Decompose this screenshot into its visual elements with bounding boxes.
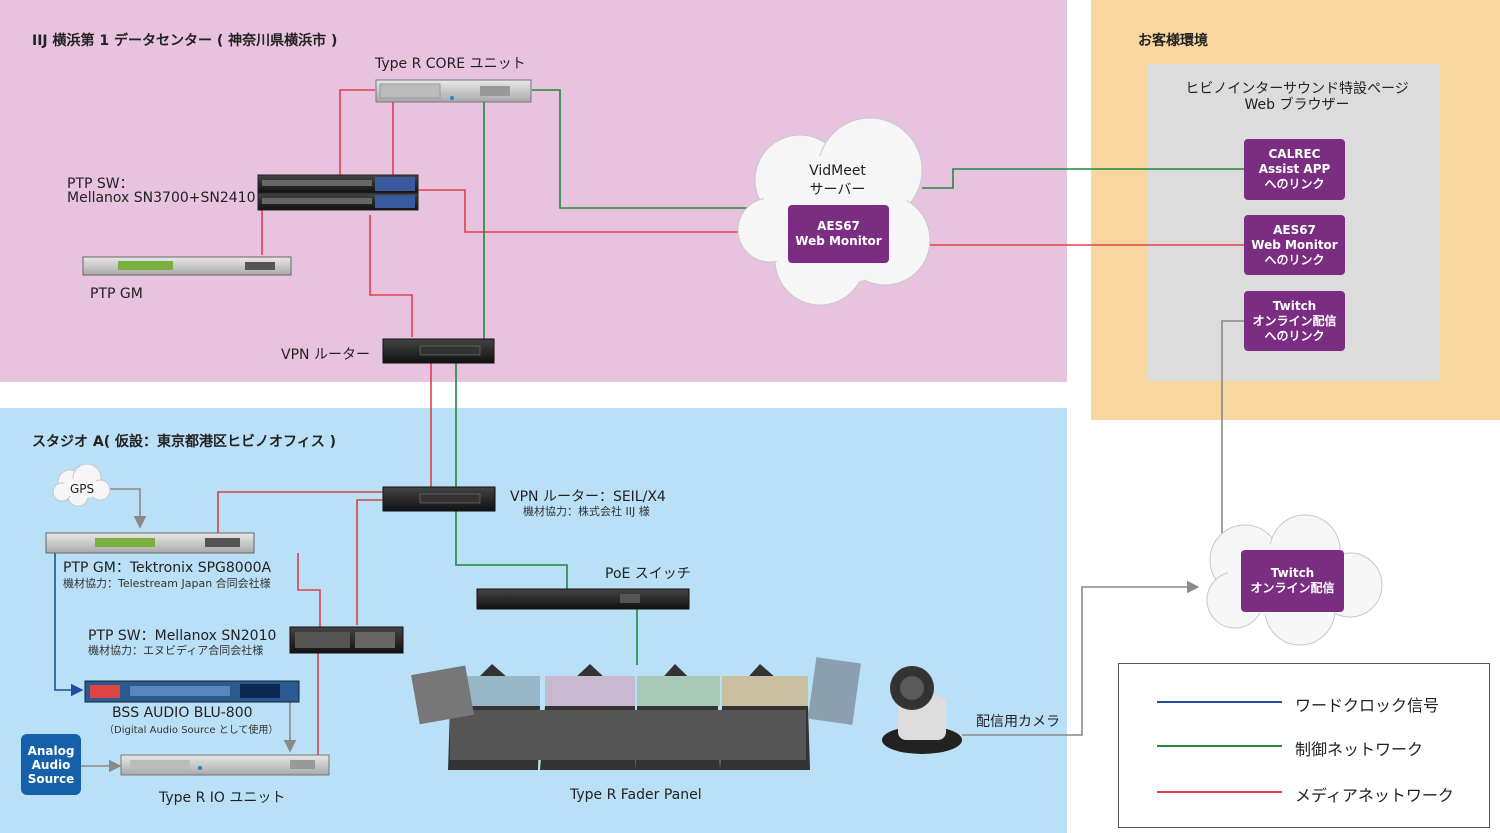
- twitch-link-line-1: Twitch: [1272, 298, 1317, 313]
- calrec-link-line-3: へのリンク: [1264, 177, 1325, 191]
- camera: [882, 666, 962, 754]
- calrec-assist-link[interactable]: CALREC Assist APP へのリンク: [1244, 139, 1345, 200]
- media-line: [217, 491, 383, 533]
- calrec-link-line-1: CALREC: [1268, 147, 1321, 161]
- bss-sub: （Digital Audio Source として使用）: [104, 725, 279, 736]
- twitch-link-line: [1221, 320, 1244, 543]
- ptp-switch-datacenter: [257, 174, 419, 211]
- browser-title-1: ヒビノインターサウンド特設ページ: [1185, 81, 1409, 97]
- control-line: [455, 510, 568, 590]
- twitch-cloud-line-2: オンライン配信: [1250, 581, 1335, 595]
- legend-label: ワードクロック信号: [1295, 696, 1440, 715]
- control-line: [922, 168, 1244, 189]
- ptp-switch-studio: [289, 626, 404, 654]
- vpn-router-datacenter: [382, 338, 495, 364]
- twitch-online-link[interactable]: Twitch オンライン配信 へのリンク: [1244, 291, 1345, 351]
- bss-label: BSS AUDIO BLU-800: [112, 705, 253, 721]
- browser-title-2: Web ブラウザー: [1244, 97, 1350, 113]
- aes67-link-line-3: へのリンク: [1264, 252, 1325, 267]
- gps-label: GPS: [70, 482, 95, 496]
- studio-ptp-sw-label: PTP SW：Mellanox SN2010: [88, 628, 277, 644]
- legend-swatch: [1157, 745, 1282, 747]
- aes67-link-line-1: AES67: [1273, 222, 1316, 237]
- legend-item-wordclock: ワードクロック信号: [1157, 692, 1477, 715]
- legend: ワードクロック信号 制御ネットワーク メディアネットワーク: [1118, 663, 1490, 828]
- core-label: Type R CORE ユニット: [375, 56, 526, 72]
- analog-line-2: Audio: [31, 757, 71, 772]
- ptp-sw-label-1: PTP SW：: [67, 176, 134, 192]
- media-line: [415, 189, 752, 233]
- analog-audio-source: Analog Audio Source: [21, 734, 81, 795]
- media-line: [297, 553, 321, 627]
- ptp-sw-label-2: Mellanox SN3700+SN2410: [67, 190, 256, 206]
- vpn-router-studio: [382, 486, 496, 512]
- control-line: [532, 89, 760, 209]
- studio-vpn-label: VPN ルーター：SEIL/X4: [510, 489, 666, 505]
- studio-ptp-gm-sub: 機材協力：Telestream Japan 合同会社様: [63, 577, 271, 590]
- studio-ptp-gm-label: PTP GM：Tektronix SPG8000A: [63, 560, 272, 576]
- gps-cloud: [52, 463, 111, 507]
- aes67-line-1: AES67: [817, 219, 860, 233]
- aes67-link-line-2: Web Monitor: [1251, 237, 1338, 252]
- fader-panel-label: Type R Fader Panel: [570, 787, 702, 803]
- ptp-gm-studio: [45, 532, 255, 554]
- studio-ptp-sw-sub: 機材協力：エヌビディア合同会社様: [88, 644, 264, 657]
- vidmeet-label-1: VidMeet: [809, 163, 866, 179]
- analog-line-3: Source: [27, 771, 75, 786]
- io-unit-label: Type R IO ユニット: [159, 790, 286, 806]
- twitch-cloud-line-1: Twitch: [1270, 566, 1315, 580]
- aes67-web-monitor-link[interactable]: AES67 Web Monitor へのリンク: [1244, 215, 1345, 275]
- camera-link-line: [962, 580, 1200, 736]
- calrec-link-line-2: Assist APP: [1258, 162, 1331, 176]
- twitch-link-line-2: オンライン配信: [1252, 313, 1337, 328]
- aes67-web-monitor-box: AES67 Web Monitor: [788, 205, 889, 263]
- ptp-gm-datacenter: [82, 256, 292, 276]
- fader-panel: [411, 657, 861, 770]
- twitch-online-box: Twitch オンライン配信: [1241, 550, 1344, 612]
- poe-switch: [476, 588, 690, 610]
- studio-vpn-sub: 機材協力：株式会社 IIJ 様: [523, 505, 650, 518]
- legend-swatch: [1157, 701, 1282, 703]
- aes67-line-2: Web Monitor: [795, 234, 882, 248]
- legend-label: 制御ネットワーク: [1295, 740, 1424, 759]
- gps-link-line: [98, 488, 147, 529]
- legend-item-media: メディアネットワーク: [1157, 782, 1477, 805]
- poe-switch-label: PoE スイッチ: [605, 566, 691, 582]
- vidmeet-label-2: サーバー: [809, 182, 866, 198]
- legend-label: メディアネットワーク: [1295, 786, 1454, 805]
- datacenter-title: IIJ 横浜第 1 データセンター ( 神奈川県横浜市 ): [32, 33, 338, 49]
- media-line: [356, 499, 387, 625]
- legend-swatch: [1157, 791, 1282, 793]
- camera-label: 配信用カメラ: [976, 714, 1060, 730]
- ptp-gm-label: PTP GM: [90, 286, 143, 302]
- customer-title: お客様環境: [1138, 33, 1208, 49]
- vpn-router-label: VPN ルーター: [281, 347, 370, 363]
- studio-title: スタジオ A( 仮設：東京都港区ヒビノオフィス ): [32, 434, 336, 450]
- media-line: [339, 89, 375, 175]
- media-line: [369, 215, 413, 337]
- bss-audio-blu800: [84, 680, 300, 703]
- twitch-link-line-3: へのリンク: [1264, 328, 1325, 343]
- type-r-io-unit: [120, 754, 330, 776]
- wordclock-line: [54, 553, 84, 697]
- type-r-core-unit: [375, 79, 532, 103]
- legend-item-control: 制御ネットワーク: [1157, 736, 1477, 759]
- analog-line-1: Analog: [27, 743, 75, 758]
